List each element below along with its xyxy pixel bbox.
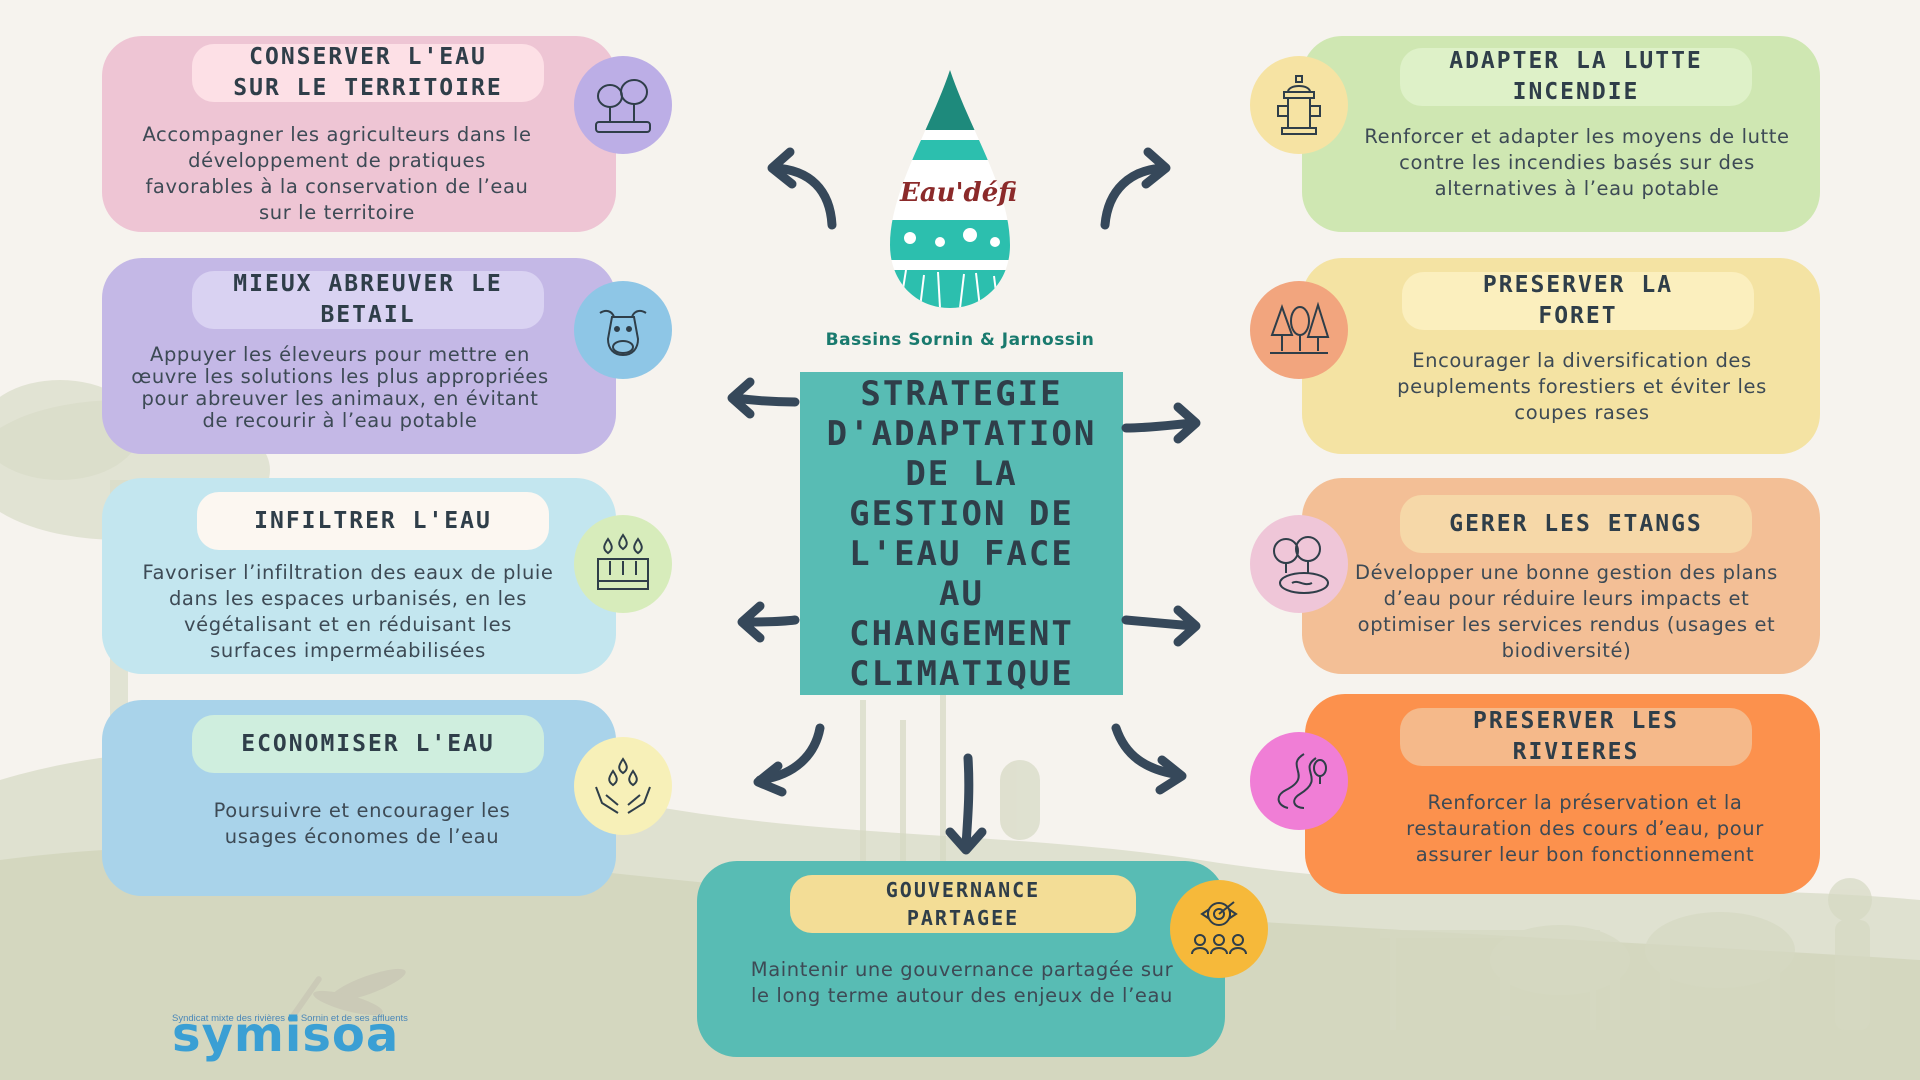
symisoa-tagline: Syndicat mixte des rivières du Sornin et… <box>172 1013 408 1024</box>
cow-icon <box>574 281 672 379</box>
card-rivieres-text: Renforcer la préservation et la restaura… <box>1406 791 1764 866</box>
forest-icon <box>1250 281 1348 379</box>
card-incendie: ADAPTER LA LUTTE INCENDIE Renforcer et a… <box>1302 36 1820 232</box>
central-strategy-box: STRATEGIE D'ADAPTATION DE LA GESTION DE … <box>800 372 1123 695</box>
card-foret: PRESERVER LA FORET Encourager la diversi… <box>1302 258 1820 454</box>
card-conserver: CONSERVER L'EAU SUR LE TERRITOIRE Accomp… <box>102 36 616 232</box>
card-incendie-text: Renforcer et adapter les moyens de lutte… <box>1364 125 1790 200</box>
card-abreuver-title: MIEUX ABREUVER LE BETAIL <box>192 271 544 329</box>
river-icon <box>1250 732 1348 830</box>
shared-governance-icon <box>1170 880 1268 978</box>
eau-defi-brand-text: Eau'défi <box>900 178 1018 208</box>
card-conserver-text: Accompagner les agriculteurs dans le dév… <box>142 123 532 224</box>
card-rivieres: PRESERVER LES RIVIERES Renforcer la prés… <box>1305 694 1820 894</box>
card-etangs: GERER LES ETANGS Développer une bonne ge… <box>1302 478 1820 674</box>
pond-icon <box>1250 515 1348 613</box>
symisoa-wordmark: symisoa <box>172 1007 400 1063</box>
symisoa-dragonfly-logo <box>287 968 406 1023</box>
card-gouvernance-title: GOUVERNANCE PARTAGEE <box>790 875 1136 933</box>
card-economiser-text: Poursuivre et encourager les usages écon… <box>213 799 511 848</box>
card-etangs-text: Développer une bonne gestion des plans d… <box>1355 561 1778 662</box>
card-gouvernance: GOUVERNANCE PARTAGEE Maintenir une gouve… <box>697 861 1225 1057</box>
card-foret-text: Encourager la diversification des peuple… <box>1397 349 1767 424</box>
card-economiser-title: ECONOMISER L'EAU <box>192 715 544 773</box>
card-economiser: ECONOMISER L'EAU Poursuivre et encourage… <box>102 700 616 896</box>
card-foret-title: PRESERVER LA FORET <box>1402 272 1754 330</box>
hands-water-drops-icon <box>574 737 672 835</box>
eau-defi-logo <box>890 70 1010 308</box>
card-abreuver: MIEUX ABREUVER LE BETAIL Appuyer les éle… <box>102 258 616 454</box>
card-infiltrer-title: INFILTRER L'EAU <box>197 492 549 550</box>
basins-label: Bassins Sornin & Jarnossin <box>825 330 1095 350</box>
card-gouvernance-text: Maintenir une gouvernance partagée sur l… <box>750 958 1174 1007</box>
card-abreuver-text: Appuyer les éleveurs pour mettre en œuvr… <box>131 343 549 432</box>
card-rivieres-title: PRESERVER LES RIVIERES <box>1400 708 1752 766</box>
card-etangs-title: GERER LES ETANGS <box>1400 495 1752 553</box>
card-infiltrer-text: Favoriser l’infiltration des eaux de plu… <box>142 561 554 662</box>
card-conserver-title: CONSERVER L'EAU SUR LE TERRITOIRE <box>192 44 544 102</box>
card-infiltrer: INFILTRER L'EAU Favoriser l’infiltration… <box>102 478 616 674</box>
water-infiltration-icon <box>574 515 672 613</box>
central-strategy-title: STRATEGIE D'ADAPTATION DE LA GESTION DE … <box>826 373 1097 694</box>
fire-hydrant-icon <box>1250 56 1348 154</box>
card-incendie-title: ADAPTER LA LUTTE INCENDIE <box>1400 48 1752 106</box>
trees-field-icon <box>574 56 672 154</box>
